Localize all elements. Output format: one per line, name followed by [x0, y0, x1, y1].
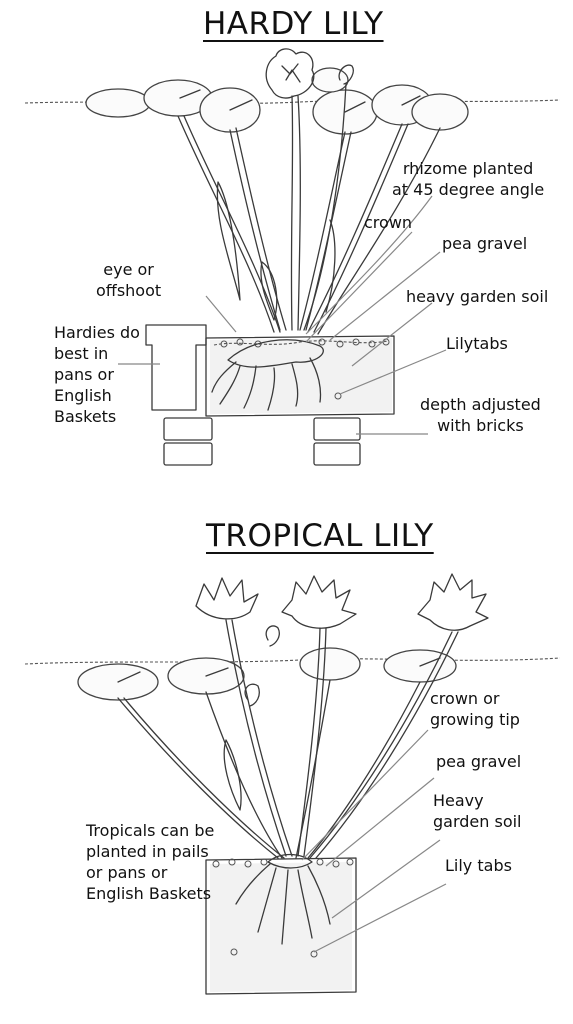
tropical-flowers: [195, 573, 489, 631]
lily-tabs-label: Lily tabs: [445, 856, 512, 875]
tropical-pea-gravel-label: pea gravel: [436, 752, 522, 771]
hardy-leader-lines: [118, 195, 447, 435]
hardy-young-leaves: [216, 181, 336, 321]
hardy-outer-pot: [145, 324, 207, 411]
hardy-bricks: [163, 417, 361, 466]
tropical-illustration: [24, 573, 561, 995]
hardy-flower: [265, 48, 315, 99]
tropical-pail: [205, 853, 357, 995]
tropical-stems: [117, 619, 459, 859]
hardy-lily-pads: [85, 67, 469, 135]
hardy-heavy-soil-label: heavy garden soil: [406, 287, 549, 306]
rhizome-label: rhizome planted at 45 degree angle: [392, 159, 545, 199]
hardy-stems: [177, 83, 441, 335]
tropical-lily-pads: [77, 647, 457, 701]
tropical-leader-lines: [301, 729, 447, 953]
hardy-crown-label: crown: [364, 213, 413, 232]
hardy-bud: [338, 64, 354, 85]
lilytabs-label: Lilytabs: [446, 334, 508, 353]
hardy-water-surface: [24, 99, 561, 104]
hardies-note: Hardies do best in pans or English Baske…: [54, 323, 140, 426]
hardy-pea-gravel-label: pea gravel: [442, 234, 528, 253]
tropical-heavy-soil-label: Heavy garden soil: [433, 791, 522, 831]
eye-offshoot-label: eye or offshoot: [96, 260, 162, 300]
tropical-crown-label: crown or growing tip: [430, 689, 520, 729]
hardy-pan: [205, 335, 395, 417]
hardy-lily-title: HARDY LILY: [203, 6, 384, 42]
depth-bricks-label: depth adjusted with bricks: [420, 395, 541, 435]
tropical-buds: [223, 625, 280, 811]
tropical-water-surface: [24, 657, 561, 665]
hardy-illustration: [24, 48, 561, 466]
tropicals-note: Tropicals can be planted in pails or pan…: [86, 821, 215, 903]
tropical-lily-title: TROPICAL LILY: [206, 518, 434, 554]
